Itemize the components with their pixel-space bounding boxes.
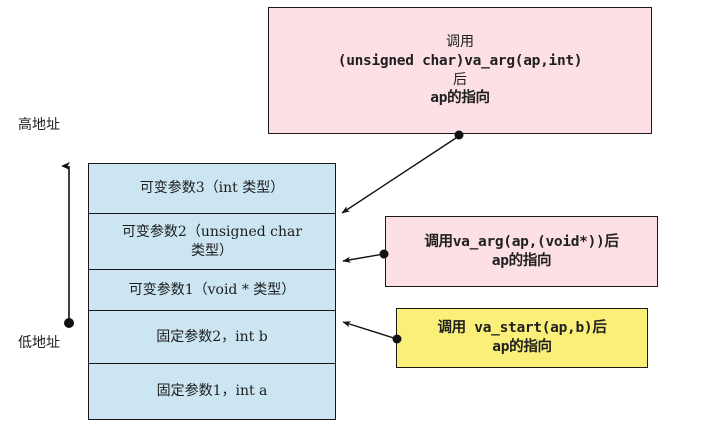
stack-row: 可变参数1（void * 类型） <box>89 270 335 311</box>
stack-row: 固定参数1，int a <box>89 364 335 419</box>
arrow-void-to-stack <box>342 249 389 263</box>
arrow-start-to-stack <box>342 321 402 344</box>
stack-row-text: 可变参数1（void * 类型） <box>128 281 296 298</box>
callout-line: 后 <box>453 71 467 88</box>
callout-line: ap的指向 <box>492 339 552 355</box>
low-address-label: 低地址 <box>18 335 60 351</box>
callout-va-arg-int: 调用 (unsigned char)va_arg(ap,int) 后 ap的指向 <box>268 7 652 134</box>
stack-row-text: 固定参数2，int b <box>156 328 268 345</box>
address-axis-arrow <box>61 162 74 328</box>
stack-row: 可变参数2（unsigned char 类型） <box>89 214 335 270</box>
stack-row: 固定参数2，int b <box>89 311 335 364</box>
stack-row-line: 可变参数2（unsigned char <box>121 224 303 241</box>
stack-row-line: 类型） <box>191 242 233 259</box>
callout-line: ap的指向 <box>491 252 552 269</box>
stack-row-text: 固定参数1，int a <box>156 383 268 400</box>
stack-row-text: 可变参数2（unsigned char 类型） <box>122 223 302 260</box>
stack-row: 可变参数3（int 类型） <box>89 164 335 214</box>
stack-row-text: 可变参数3（int 类型） <box>139 180 285 197</box>
callout-line: ap的指向 <box>430 89 490 106</box>
callout-va-arg-void: 调用va_arg(ap,(void*))后 ap的指向 <box>385 216 658 287</box>
arrow-int-to-stack <box>341 130 464 214</box>
callout-line: 调用 va_start(ap,b)后 <box>437 320 607 337</box>
callout-line: 调用va_arg(ap,(void*))后 <box>424 233 619 250</box>
callout-line: (unsigned char)va_arg(ap,int) <box>337 52 583 69</box>
callout-line: 调用 <box>446 34 474 51</box>
high-address-label: 高地址 <box>18 117 60 133</box>
stack-frame: 可变参数3（int 类型） 可变参数2（unsigned char 类型） 可变… <box>88 163 336 420</box>
callout-va-start: 调用 va_start(ap,b)后 ap的指向 <box>396 308 648 368</box>
